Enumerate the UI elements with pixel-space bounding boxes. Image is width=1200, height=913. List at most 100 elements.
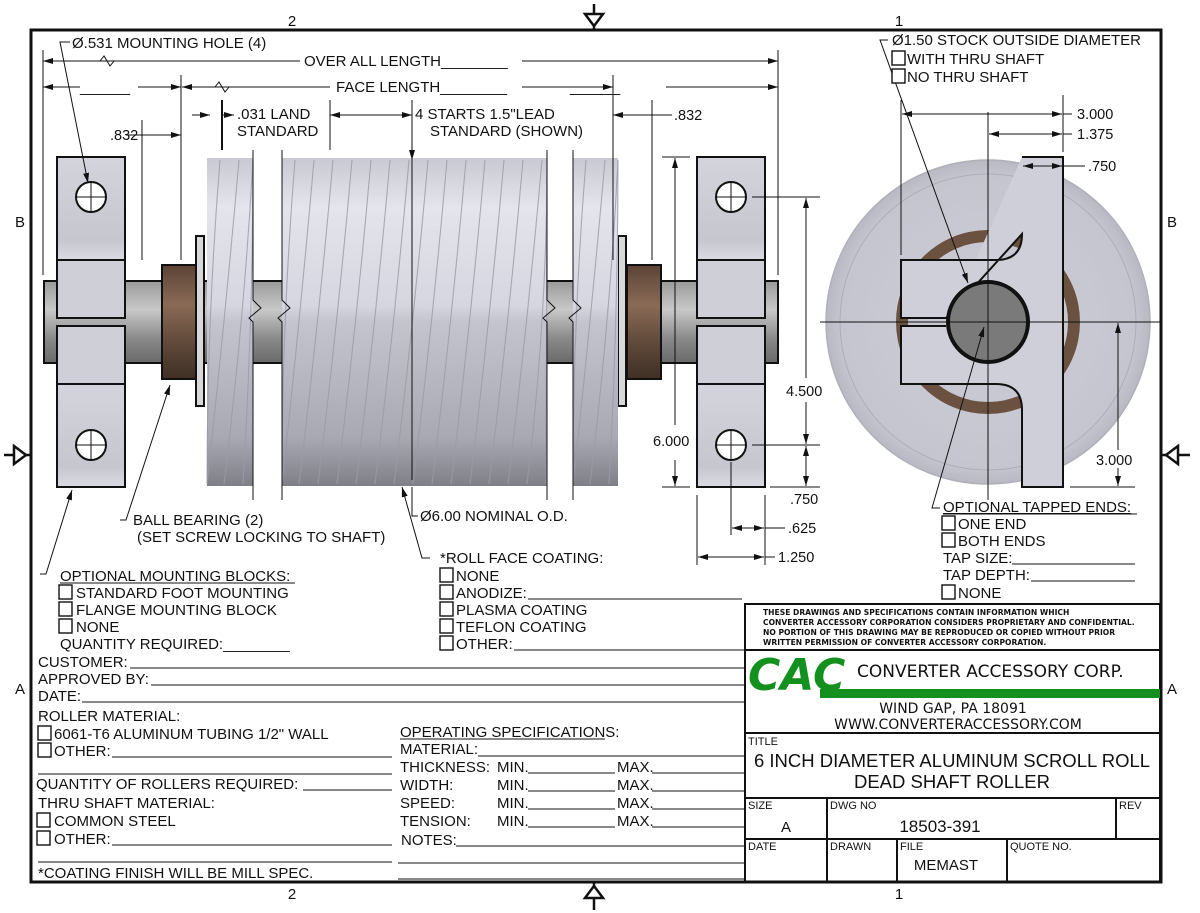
- checkbox-label: OTHER:: [54, 743, 111, 760]
- thru-shaft-other[interactable]: OTHER:: [36, 830, 392, 848]
- disclaimer-line-3: NO PORTION OF THIS DRAWING MAY BE REPROD…: [763, 628, 1115, 637]
- centering-mark-top: [582, 4, 606, 30]
- drawn-label: DRAWN: [830, 841, 871, 853]
- zone-label-left-b: B: [15, 214, 25, 231]
- blank-dim-right: ______: [569, 79, 621, 96]
- zone-label-right-a: A: [1167, 681, 1177, 698]
- tapped-option-none[interactable]: NONE: [941, 584, 1001, 602]
- checkbox[interactable]: [891, 68, 906, 84]
- company-address: WIND GAP, PA 18091: [879, 701, 1027, 717]
- checkbox[interactable]: [439, 584, 454, 600]
- checkbox[interactable]: [941, 584, 956, 600]
- material-label: MATERIAL:: [400, 741, 478, 758]
- starts-callout-line2: STANDARD (SHOWN): [430, 123, 583, 140]
- title-label: TITLE: [748, 736, 778, 748]
- shaft-option-no[interactable]: NO THRU SHAFT: [891, 68, 1028, 86]
- bearing-flange-right: [617, 235, 627, 407]
- mounting-option-none[interactable]: NONE: [58, 618, 119, 636]
- checkbox[interactable]: [36, 812, 51, 828]
- checkbox[interactable]: [58, 584, 73, 600]
- checkbox[interactable]: [58, 601, 73, 617]
- scroll-groove: [336, 159, 372, 485]
- shaft-option-with[interactable]: WITH THRU SHAFT: [891, 50, 1044, 68]
- tapped-option-both-ends[interactable]: BOTH ENDS: [941, 532, 1046, 550]
- checkbox[interactable]: [439, 567, 454, 583]
- checkbox[interactable]: [941, 532, 956, 548]
- tapped-option-one-end[interactable]: ONE END: [941, 515, 1027, 533]
- roller-material-other[interactable]: OTHER:: [37, 742, 392, 760]
- dim-center-height: 3.000: [1096, 453, 1132, 469]
- order-form: CUSTOMER: APPROVED BY: DATE: ROLLER MATE…: [36, 654, 745, 882]
- land-callout-line2: STANDARD: [237, 123, 319, 140]
- dim-hole-center: .625: [788, 521, 816, 537]
- centering-mark-left: [4, 443, 31, 467]
- checkbox-label: NONE: [958, 585, 1001, 602]
- scroll-groove: [488, 159, 524, 485]
- checkbox-label: WITH THRU SHAFT: [907, 51, 1044, 68]
- checkbox-label: OTHER:: [54, 831, 111, 848]
- thru-shaft-common-steel[interactable]: COMMON STEEL: [36, 812, 176, 830]
- tap-size-label: TAP SIZE:: [943, 550, 1012, 567]
- ball-bearing-left: [161, 264, 197, 380]
- roller-material-heading: ROLLER MATERIAL:: [38, 708, 180, 725]
- dim-hole-edge: .750: [790, 492, 818, 508]
- scroll-groove: [374, 159, 410, 485]
- mounting-block-left: [56, 156, 126, 488]
- checkbox[interactable]: [891, 50, 906, 66]
- disclaimer-line-4: WRITTEN PERMISSION OF CONVERTER ACCESSOR…: [763, 638, 1046, 647]
- front-view: Ø.531 MOUNTING HOLE (4) OVER ALL LENGTH_…: [40, 35, 822, 575]
- dim-right-offset: .832: [674, 108, 702, 124]
- drawing-title-line1: 6 INCH DIAMETER ALUMINUM SCROLL ROLL: [754, 750, 1150, 771]
- ball-bearing-callout-line2: (SET SCREW LOCKING TO SHAFT): [137, 529, 385, 546]
- checkbox[interactable]: [439, 635, 454, 651]
- roller-material-6061[interactable]: 6061-T6 ALUMINUM TUBING 1/2" WALL: [37, 725, 329, 743]
- spec-row-label: WIDTH:: [400, 777, 453, 794]
- dim-end-width: 3.000: [1077, 107, 1113, 123]
- checkbox-label: OTHER:: [456, 636, 513, 653]
- checkbox[interactable]: [36, 830, 51, 846]
- zone-label-right-b: B: [1167, 214, 1177, 231]
- notes-label: NOTES:: [401, 832, 457, 849]
- face-length-callout: FACE LENGTH________: [336, 79, 508, 96]
- tap-depth-label: TAP DEPTH:: [943, 567, 1030, 584]
- starts-callout-line1: 4 STARTS 1.5"LEAD: [415, 106, 555, 123]
- coating-option-anodize[interactable]: ANODIZE:: [439, 584, 742, 602]
- spec-max-label: MAX.: [617, 777, 654, 794]
- checkbox-label: 6061-T6 ALUMINUM TUBING 1/2" WALL: [54, 726, 329, 743]
- coating-option-plasma[interactable]: PLASMA COATING: [439, 601, 587, 619]
- operating-specs: OPERATING SPECIFICATIONS: MATERIAL: THIC…: [398, 724, 745, 880]
- checkbox[interactable]: [439, 601, 454, 617]
- mounting-blocks-heading: OPTIONAL MOUNTING BLOCKS:: [60, 568, 290, 585]
- coating-option-teflon[interactable]: TEFLON COATING: [439, 618, 587, 636]
- date-label: DATE:: [38, 688, 81, 705]
- quote-no-label: QUOTE NO.: [1010, 841, 1072, 853]
- scroll-groove: [572, 159, 606, 485]
- checkbox[interactable]: [37, 725, 52, 741]
- rev-label: REV: [1119, 800, 1142, 812]
- company-name: CONVERTER ACCESSORY CORP.: [857, 662, 1124, 682]
- stock-od-callout: Ø1.50 STOCK OUTSIDE DIAMETER: [892, 32, 1141, 49]
- nominal-od-callout: Ø6.00 NOMINAL O.D.: [420, 508, 568, 525]
- coating-option-none[interactable]: NONE: [439, 567, 499, 585]
- checkbox[interactable]: [941, 515, 956, 531]
- checkbox[interactable]: [439, 618, 454, 634]
- spec-max-label: MAX.: [617, 759, 654, 776]
- checkbox-label: NONE: [76, 619, 119, 636]
- mounting-option-standard-foot[interactable]: STANDARD FOOT MOUNTING: [58, 584, 289, 602]
- coating-option-other[interactable]: OTHER:: [439, 635, 745, 653]
- checkbox-label: ONE END: [958, 516, 1027, 533]
- checkbox-label: BOTH ENDS: [958, 533, 1046, 550]
- company-website[interactable]: WWW.CONVERTERACCESSORY.COM: [834, 717, 1082, 733]
- mounting-option-flange[interactable]: FLANGE MOUNTING BLOCK: [58, 601, 277, 619]
- checkbox[interactable]: [58, 618, 73, 634]
- checkbox[interactable]: [37, 742, 52, 758]
- spec-row-label: THICKNESS:: [400, 759, 490, 776]
- tapped-ends-section: OPTIONAL TAPPED ENDS: ONE END BOTH ENDS …: [941, 499, 1137, 602]
- roll-face-coating-section: *ROLL FACE COATING: NONE ANODIZE: PLASMA…: [439, 550, 745, 653]
- scroll-groove: [223, 159, 254, 485]
- spec-max-label: MAX.: [617, 795, 654, 812]
- spec-min-label: MIN.: [497, 759, 529, 776]
- land-callout-line1: .031 LAND: [237, 106, 311, 123]
- checkbox-label: COMMON STEEL: [54, 813, 176, 830]
- approved-by-label: APPROVED BY:: [38, 671, 149, 688]
